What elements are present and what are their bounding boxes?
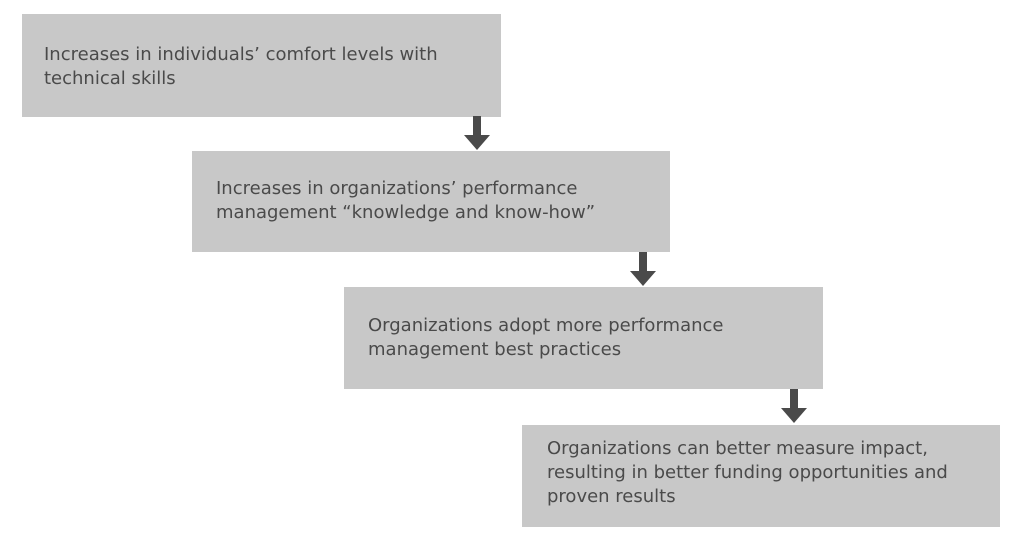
arrow-down-icon xyxy=(630,252,656,286)
flow-step-1-text: Increases in individuals’ comfort levels… xyxy=(44,44,438,89)
arrow-down-icon xyxy=(781,389,807,423)
flow-step-4-text: Organizations can better measure impact,… xyxy=(547,438,948,507)
arrow-down-icon xyxy=(464,116,490,150)
flow-step-2: Increases in organizations’ performance … xyxy=(192,151,670,252)
flow-step-4: Organizations can better measure impact,… xyxy=(522,425,1000,527)
flow-step-3-text: Organizations adopt more performance man… xyxy=(368,315,724,360)
flow-step-2-text: Increases in organizations’ performance … xyxy=(216,178,596,223)
flow-step-1: Increases in individuals’ comfort levels… xyxy=(22,14,501,117)
flow-step-3: Organizations adopt more performance man… xyxy=(344,287,823,389)
